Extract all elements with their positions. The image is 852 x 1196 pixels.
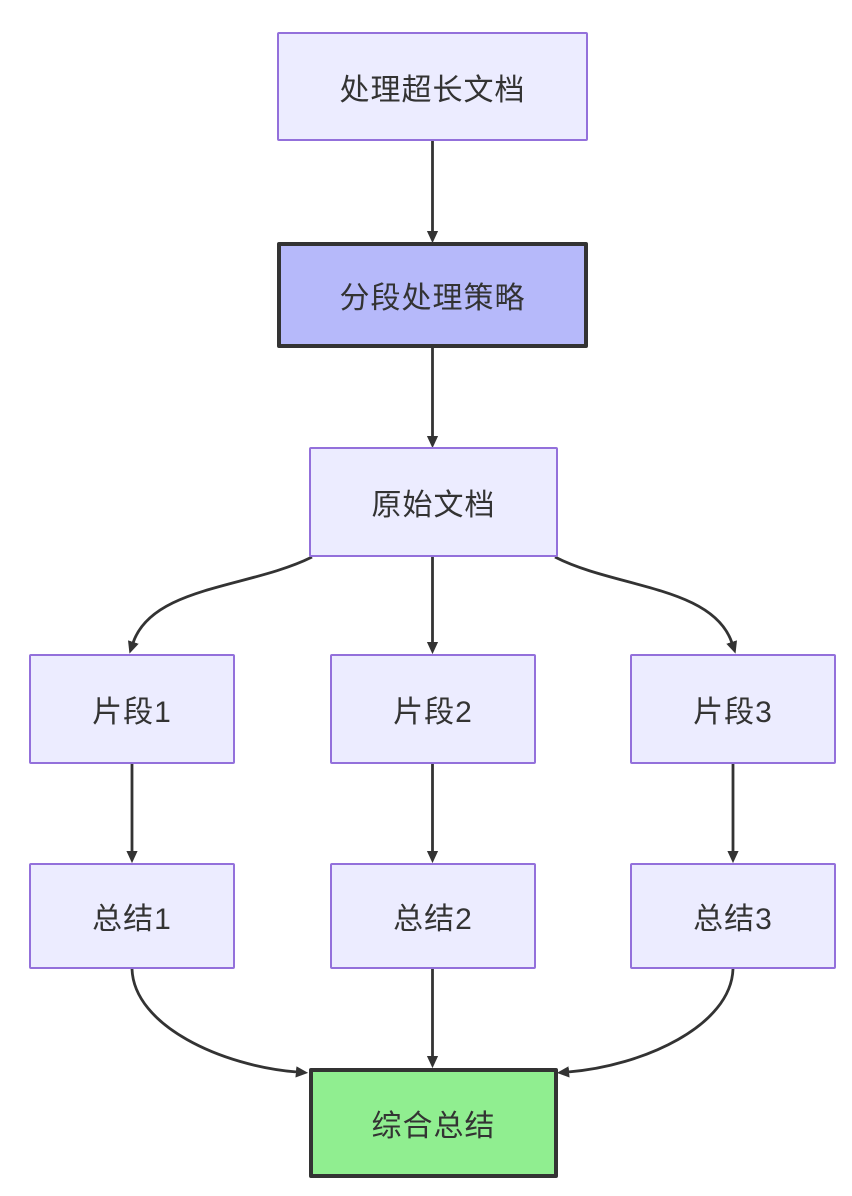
node-label: 片段3 bbox=[693, 696, 773, 729]
node-process-long-doc: 处理超长文档 bbox=[277, 32, 588, 141]
node-label: 综合总结 bbox=[371, 1110, 496, 1143]
node-segment-strategy: 分段处理策略 bbox=[277, 242, 588, 348]
node-label: 片段2 bbox=[393, 696, 473, 729]
node-fragment-1: 片段1 bbox=[29, 654, 235, 764]
node-final-summary: 综合总结 bbox=[309, 1068, 558, 1178]
node-summary-3: 总结3 bbox=[630, 863, 836, 969]
node-label: 原始文档 bbox=[371, 489, 496, 522]
node-label: 分段处理策略 bbox=[339, 282, 526, 315]
edge-summary-3-to-final-summary bbox=[556, 968, 735, 1078]
node-label: 总结1 bbox=[92, 903, 172, 936]
node-label: 处理超长文档 bbox=[339, 73, 526, 107]
node-fragment-2: 片段2 bbox=[330, 654, 536, 764]
node-summary-2: 总结2 bbox=[330, 863, 536, 969]
edge-original-doc-to-fragment-3 bbox=[554, 555, 737, 654]
edge-summary-1-to-final-summary bbox=[130, 968, 309, 1078]
node-label: 片段1 bbox=[92, 696, 172, 729]
node-original-doc: 原始文档 bbox=[309, 447, 558, 557]
node-summary-1: 总结1 bbox=[29, 863, 235, 969]
edge-original-doc-to-fragment-1 bbox=[128, 555, 313, 654]
node-label: 总结3 bbox=[693, 903, 773, 936]
node-fragment-3: 片段3 bbox=[630, 654, 836, 764]
node-label: 总结2 bbox=[393, 903, 473, 936]
